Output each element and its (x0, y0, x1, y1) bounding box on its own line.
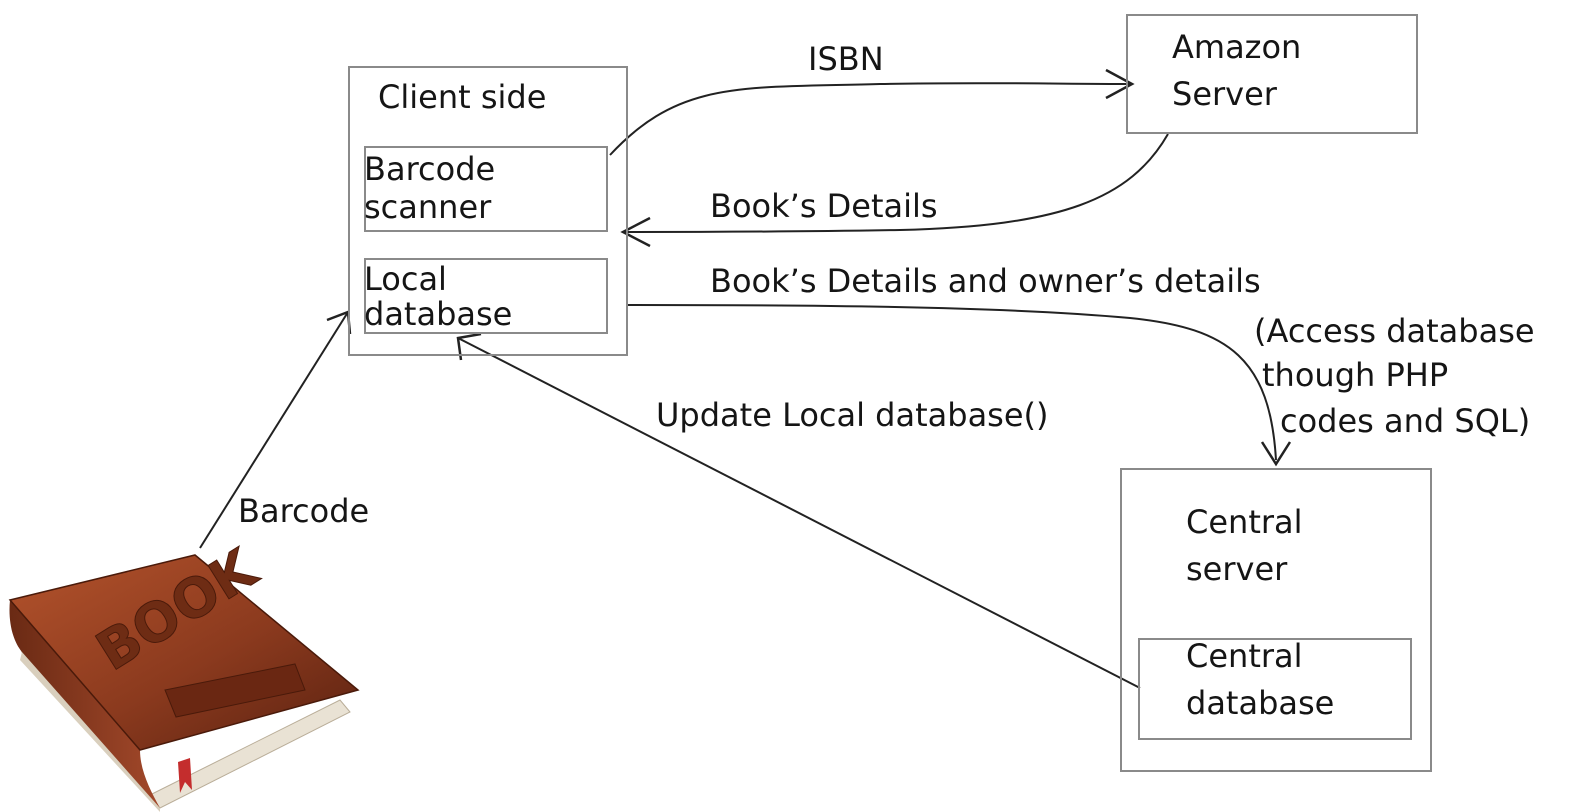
local-database-label-line2: database (364, 295, 513, 333)
isbn-label: ISBN (808, 40, 884, 78)
barcode-scanner-box (364, 146, 608, 232)
books-details-arrow (620, 133, 1169, 248)
central-server-label-line1: Central (1186, 503, 1303, 541)
amazon-server-box (1126, 14, 1418, 134)
central-database-label-line2: database (1186, 684, 1335, 722)
barcode-scanner-label-line1: Barcode (364, 150, 496, 188)
amazon-server-label-line2: Server (1172, 75, 1277, 113)
book-icon: BOOK (8, 535, 360, 812)
central-server-box (1120, 468, 1432, 772)
update-local-arrow (456, 332, 1141, 689)
central-server-label-line2: server (1186, 550, 1288, 588)
update-local-database-label: Update Local database() (656, 396, 1049, 434)
access-note-line3: codes and SQL) (1280, 402, 1531, 440)
central-database-label-line1: Central (1186, 637, 1303, 675)
owner-details-arrow (627, 304, 1292, 467)
books-and-owner-details-label: Book’s Details and owner’s details (710, 262, 1261, 300)
access-note-line1: (Access database (1254, 312, 1535, 350)
amazon-server-label-line1: Amazon (1172, 28, 1302, 66)
barcode-label: Barcode (238, 492, 370, 530)
client-side-box (348, 66, 628, 356)
local-database-label-line1: Local (364, 260, 447, 298)
local-database-box (364, 258, 608, 334)
central-database-box (1138, 638, 1412, 740)
barcode-scanner-label-line2: scanner (364, 188, 492, 226)
client-side-title: Client side (378, 78, 547, 116)
isbn-arrow (609, 68, 1135, 156)
books-details-label: Book’s Details (710, 187, 938, 225)
access-note-line2: though PHP (1262, 356, 1449, 394)
